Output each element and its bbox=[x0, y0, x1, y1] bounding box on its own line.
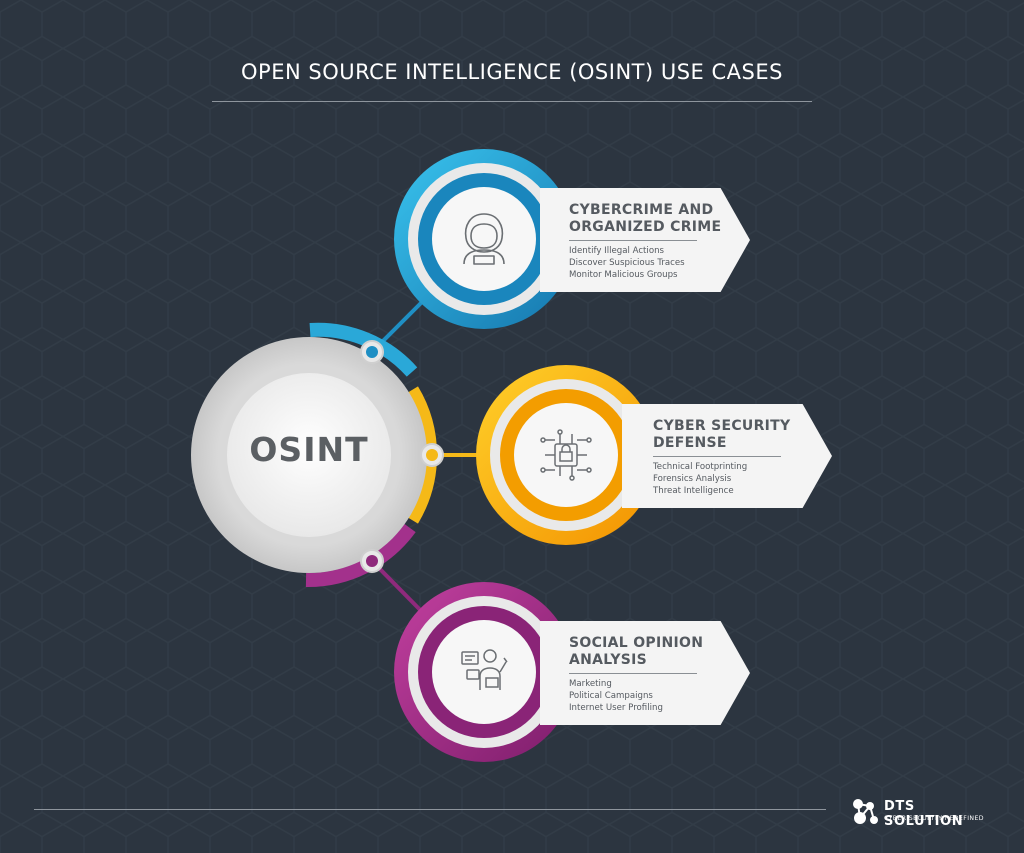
use-case-item: Identify Illegal Actions bbox=[569, 246, 665, 256]
logo-tagline: CYBER SECURITY REDEFINED bbox=[884, 815, 984, 822]
hacker-icon bbox=[463, 213, 505, 265]
use-case-item: Political Campaigns bbox=[569, 691, 653, 701]
card-divider bbox=[569, 673, 697, 674]
social-user-icon bbox=[461, 649, 508, 690]
use-case-title: SOCIAL OPINION ANALYSIS bbox=[569, 635, 704, 668]
use-case-item: Monitor Malicious Groups bbox=[569, 270, 678, 280]
card-divider bbox=[653, 456, 781, 457]
molecule-logo-icon bbox=[853, 799, 878, 824]
center-arc-blue bbox=[309, 322, 418, 377]
page-title: OPEN SOURCE INTELLIGENCE (OSINT) USE CAS… bbox=[241, 60, 783, 84]
circuit-lock-icon bbox=[540, 429, 592, 481]
use-case-title: CYBER SECURITY DEFENSE bbox=[653, 418, 791, 451]
footer-divider bbox=[34, 809, 826, 810]
center-inner-circle bbox=[227, 373, 391, 537]
card-divider bbox=[569, 240, 697, 241]
company-logo: DTS SOLUTION CYBER SECURITY REDEFINED bbox=[848, 796, 998, 829]
use-case-item: Marketing bbox=[569, 679, 612, 689]
use-case-text-social-opinion: SOCIAL OPINION ANALYSIS Marketing Politi… bbox=[569, 635, 703, 714]
use-case-item: Internet User Profiling bbox=[569, 703, 663, 713]
use-case-item: Threat Intelligence bbox=[653, 486, 734, 496]
use-case-text-cybercrime: CYBERCRIME AND ORGANIZED CRIME Identify … bbox=[569, 202, 721, 281]
use-case-text-cyber-security: CYBER SECURITY DEFENSE Technical Footpri… bbox=[653, 418, 790, 497]
use-case-title: CYBERCRIME AND ORGANIZED CRIME bbox=[569, 202, 722, 235]
logo-name: DTS SOLUTION bbox=[884, 799, 964, 829]
title-divider bbox=[212, 101, 812, 102]
use-case-item: Forensics Analysis bbox=[653, 474, 732, 484]
center-label: OSINT bbox=[249, 430, 369, 469]
use-case-item: Discover Suspicious Traces bbox=[569, 258, 685, 268]
use-case-item: Technical Footprinting bbox=[653, 462, 748, 472]
